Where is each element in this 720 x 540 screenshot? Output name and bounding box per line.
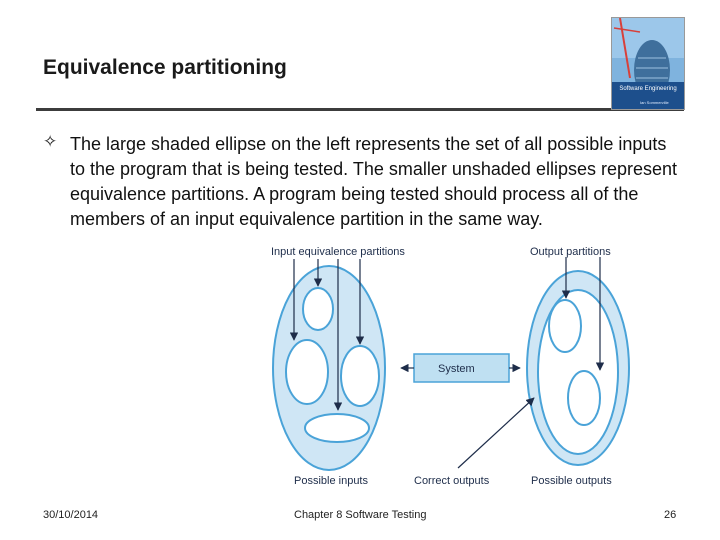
input-partition-ellipse [286,340,328,404]
input-partition-ellipse [303,288,333,330]
input-partition-ellipse [305,414,369,442]
input-partitions-label: Input equivalence partitions [271,246,405,258]
correct-outputs-label: Correct outputs [414,475,490,487]
system-label: System [438,363,475,375]
input-partition-ellipse [341,346,379,406]
arrow [458,398,534,468]
possible-outputs-label: Possible outputs [531,475,612,487]
page-number: 26 [664,509,676,521]
output-partitions-label: Output partitions [530,246,611,258]
footer-date: 30/10/2014 [43,509,98,521]
footer-chapter: Chapter 8 Software Testing [294,509,426,521]
output-partition-ellipse [549,300,581,352]
output-partition-ellipse [568,371,600,425]
possible-inputs-label: Possible inputs [294,475,368,487]
